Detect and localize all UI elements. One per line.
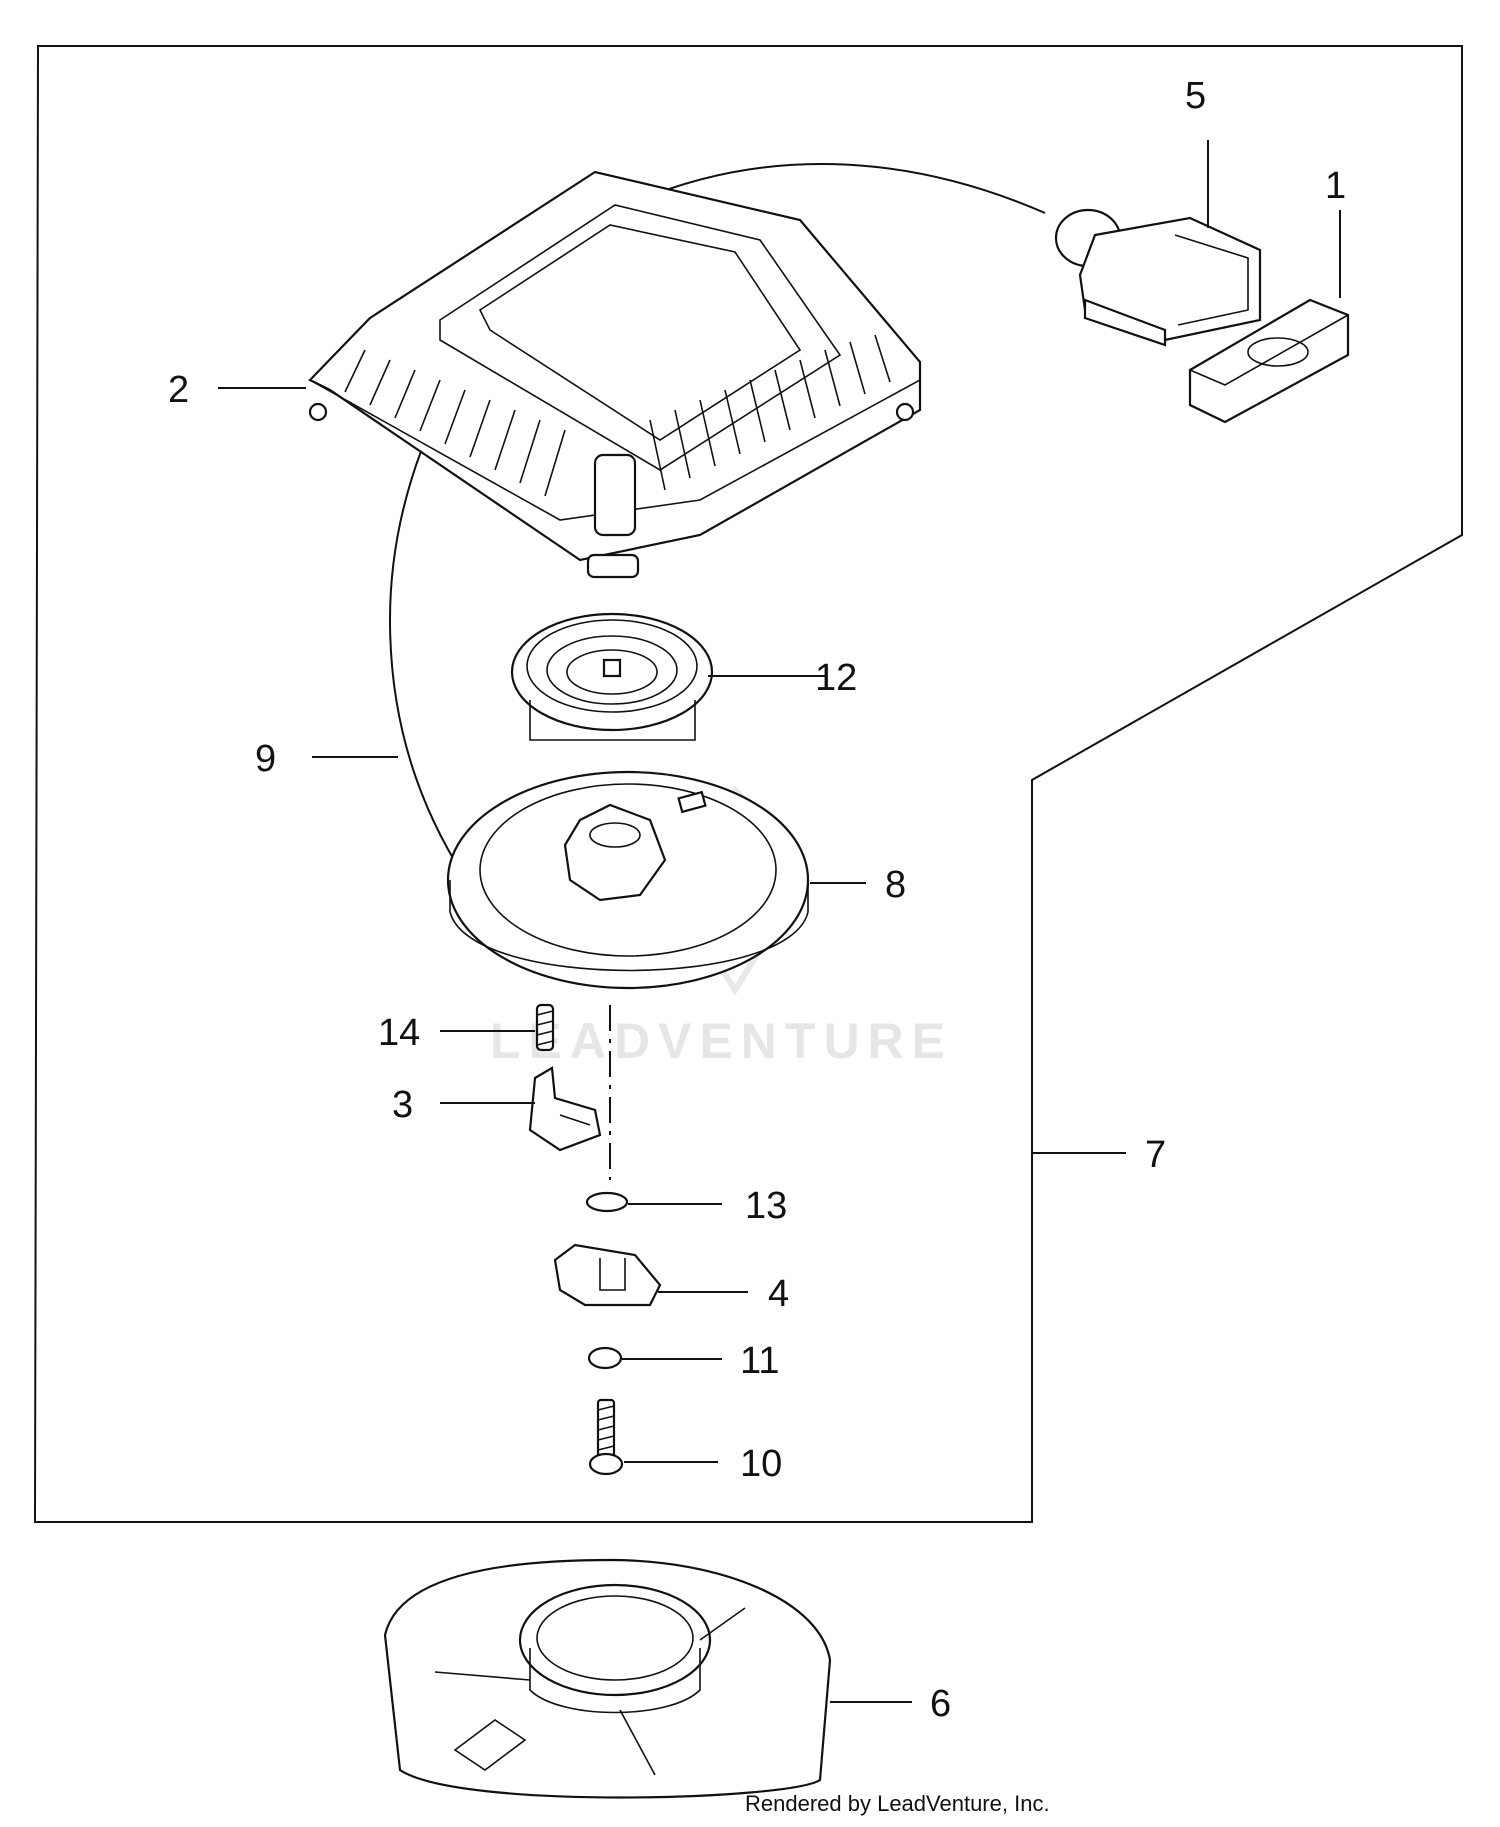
callout-5: 5 xyxy=(1185,75,1206,117)
rope-reel xyxy=(446,770,810,990)
screw xyxy=(588,1398,624,1476)
rendered-by-footer: Rendered by LeadVenture, Inc. xyxy=(745,1791,1050,1816)
callout-labels: 1 2 3 4 5 6 7 8 9 10 11 12 13 14 xyxy=(168,75,1346,1725)
callout-7: 7 xyxy=(1145,1134,1166,1176)
assembly-boundary xyxy=(33,45,1463,1523)
callout-3: 3 xyxy=(392,1084,413,1126)
callout-1: 1 xyxy=(1325,165,1346,207)
callout-12: 12 xyxy=(815,657,857,699)
callout-4: 4 xyxy=(768,1273,789,1315)
starter-handle xyxy=(1054,208,1262,347)
callout-13: 13 xyxy=(745,1185,787,1227)
callout-14: 14 xyxy=(378,1012,420,1054)
callout-8: 8 xyxy=(885,864,906,906)
ratchet-spring xyxy=(535,1003,555,1052)
recoil-spring xyxy=(510,612,714,741)
callout-11: 11 xyxy=(740,1340,779,1382)
starter-case xyxy=(308,170,922,579)
callout-6: 6 xyxy=(930,1683,951,1725)
callout-10: 10 xyxy=(740,1443,782,1485)
leader-lines xyxy=(218,140,1341,1703)
handle-insert xyxy=(1188,298,1350,424)
callout-9: 9 xyxy=(255,738,276,780)
washer xyxy=(585,1191,629,1213)
ratchet-pawl xyxy=(528,1066,602,1152)
watermark-text: LEADVENTURE xyxy=(490,1013,953,1069)
callout-2: 2 xyxy=(168,369,189,411)
starter-cup xyxy=(383,1558,832,1799)
ratchet-guide xyxy=(553,1243,662,1307)
nut xyxy=(587,1346,623,1370)
